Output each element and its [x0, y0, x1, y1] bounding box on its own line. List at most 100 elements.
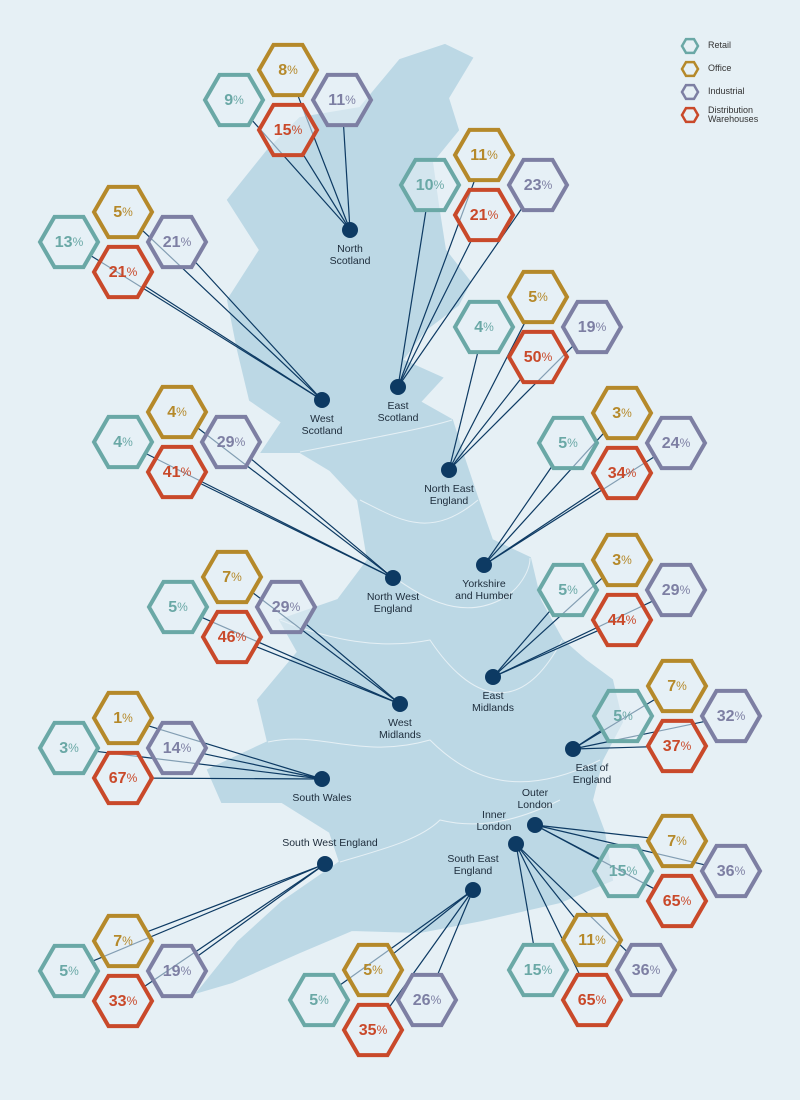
office-value: 7% — [667, 833, 687, 850]
industrial-value: 26% — [413, 992, 442, 1009]
retail-hexagon: 5% — [536, 415, 600, 471]
industrial-value: 32% — [717, 708, 746, 725]
office-value: 11% — [578, 932, 606, 949]
region-label: England — [430, 495, 469, 507]
region-dot — [508, 836, 524, 852]
region-east-scotland: 11% 10% 23% 21% — [398, 127, 570, 243]
retail-hexagon: 5% — [287, 972, 351, 1028]
region-label: Midlands — [472, 702, 514, 714]
distribution-value: 34% — [608, 465, 637, 482]
region-label: Scotland — [378, 412, 419, 424]
distribution-value: 35% — [359, 1022, 388, 1039]
industrial-hexagon: 21% — [145, 214, 209, 270]
great-britain-landmass — [195, 43, 624, 994]
retail-value: 9% — [224, 92, 244, 109]
region-dot — [342, 222, 358, 238]
office-value: 1% — [113, 710, 133, 727]
distribution-value: 44% — [608, 612, 637, 629]
office-value: 11% — [470, 147, 498, 164]
region-dot — [485, 669, 501, 685]
industrial-hexagon: 11% — [310, 72, 374, 128]
retail-hexagon: 15% — [506, 942, 570, 998]
connector-line — [305, 623, 401, 705]
distribution-hexagon: 21% — [452, 187, 516, 243]
retail-value: 15% — [524, 962, 553, 979]
industrial-value: 29% — [217, 434, 246, 451]
region-label: West — [310, 413, 334, 425]
legend-label: Industrial — [708, 86, 745, 96]
connector-line — [197, 863, 326, 957]
industrial-value: 23% — [524, 177, 553, 194]
distribution-value: 65% — [663, 893, 692, 910]
connector-line — [250, 458, 394, 579]
region-label: West — [388, 717, 412, 729]
region-east-of-england: 7%5%32%37% — [591, 658, 763, 774]
distribution-value: 37% — [663, 738, 692, 755]
industrial-hexagon: 24% — [644, 415, 708, 471]
retail-hexagon: 5% — [591, 688, 655, 744]
region-label: Midlands — [379, 729, 421, 741]
office-value: 8% — [278, 62, 298, 79]
retail-value: 5% — [558, 435, 578, 452]
industrial-hexagon: 19% — [560, 299, 624, 355]
distribution-hexagon: 15% — [256, 102, 320, 158]
region-label: England — [573, 774, 612, 786]
distribution-hexagon: 41% — [145, 444, 209, 500]
office-value: 5% — [363, 962, 383, 979]
region-label: East — [387, 400, 408, 412]
region-label: and Humber — [455, 590, 513, 602]
region-dot — [476, 557, 492, 573]
legend-item-retail: Retail — [680, 34, 758, 57]
region-label: South East — [447, 853, 498, 865]
region-label: East of — [576, 762, 609, 774]
distribution-hexagon: 67% — [91, 750, 155, 806]
region-label: East — [482, 690, 503, 702]
region-north-east-england: 5%4%19%50% — [452, 269, 624, 385]
industrial-hexagon: 26% — [395, 972, 459, 1028]
industrial-value: 14% — [163, 740, 192, 757]
distribution-hexagon: 21% — [91, 244, 155, 300]
industrial-hexagon: 36% — [699, 843, 763, 899]
region-west-scotland: 5%13%21%21% — [37, 184, 209, 300]
retail-value: 5% — [613, 708, 633, 725]
connector-line — [534, 824, 652, 839]
office-hexagon: 5% — [506, 269, 570, 325]
industrial-value: 29% — [662, 582, 691, 599]
industrial-hexagon: 14% — [145, 720, 209, 776]
office-value: 7% — [113, 933, 133, 950]
region-label: Scotland — [302, 425, 343, 437]
region-label: South Wales — [292, 792, 351, 804]
industrial-value: 19% — [163, 963, 192, 980]
distribution-value: 46% — [218, 629, 247, 646]
region-label: South West England — [282, 837, 378, 849]
connector-line — [515, 843, 577, 920]
retail-value: 13% — [55, 234, 84, 251]
region-dot — [314, 771, 330, 787]
connector-line — [492, 609, 552, 678]
hexagon-icon — [680, 83, 700, 100]
region-label: Outer — [522, 787, 549, 799]
connector-line — [301, 151, 351, 231]
distribution-hexagon: 33% — [91, 973, 155, 1029]
retail-hexagon: 3% — [37, 720, 101, 776]
office-hexagon: 7% — [200, 549, 264, 605]
region-label: England — [374, 603, 413, 615]
region-dot — [527, 817, 543, 833]
industrial-hexagon: 29% — [644, 562, 708, 618]
retail-hexagon: 9% — [202, 72, 266, 128]
office-hexagon: 5% — [341, 942, 405, 998]
retail-hexagon: 10% — [398, 157, 462, 213]
region-boundaries — [267, 419, 601, 863]
connector-line — [149, 777, 323, 780]
office-value: 5% — [528, 289, 548, 306]
connector-line — [483, 486, 601, 566]
distribution-value: 67% — [109, 770, 138, 787]
connector-line — [343, 126, 351, 231]
retail-value: 5% — [309, 992, 329, 1009]
distribution-value: 33% — [109, 993, 138, 1010]
distribution-hexagon: 35% — [341, 1002, 405, 1058]
retail-hexagon: 15% — [591, 843, 655, 899]
connector-line — [515, 843, 535, 945]
